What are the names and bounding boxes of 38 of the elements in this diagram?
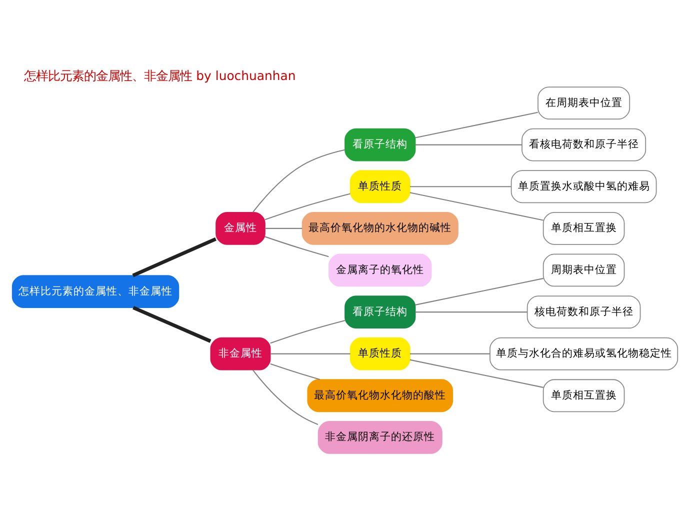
node-box: 核电荷数和原子半径 — [526, 296, 641, 328]
node-box: 最高价氧化物的水化物的碱性 — [302, 212, 458, 245]
connector — [410, 359, 544, 388]
connector — [410, 353, 490, 354]
connector — [270, 353, 350, 354]
node-box: 单质相互置换 — [542, 212, 625, 245]
connector — [410, 192, 544, 221]
node-box: 非金属阴离子的还原性 — [318, 420, 442, 454]
connector — [264, 193, 350, 220]
node-box: 非金属性 — [210, 337, 271, 370]
connector — [415, 112, 538, 138]
node-box: 单质性质 — [350, 337, 410, 370]
node-box: 单质与水化合的难易或氢化物稳定性 — [490, 337, 678, 370]
node-box: 最高价氧化物水化物的酸性 — [307, 379, 454, 412]
connector — [270, 320, 346, 344]
connector — [415, 312, 528, 313]
node-box: 金属性 — [216, 212, 266, 245]
node-box: 单质相互置换 — [542, 379, 625, 412]
diagram-title: 怎样比元素的金属性、非金属性 by luochuanhan — [24, 68, 296, 84]
connector — [415, 144, 522, 146]
node-box: 单质置换水或酸中氢的难易 — [510, 170, 657, 204]
node-box: 周期表中位置 — [542, 254, 625, 287]
node-box: 在周期表中位置 — [538, 86, 630, 120]
node-box: 看核电荷数和原子半径 — [522, 128, 646, 162]
node-box: 金属离子的氧化性 — [328, 254, 432, 287]
connector — [264, 236, 329, 258]
node-box: 看原子结构 — [344, 296, 416, 328]
connector — [265, 228, 302, 229]
node-box: 单质性质 — [350, 170, 410, 204]
connector — [132, 306, 212, 343]
connector — [270, 363, 320, 380]
connector — [415, 278, 544, 306]
connector — [132, 237, 216, 278]
connector — [252, 149, 345, 213]
connector — [410, 186, 511, 188]
connector — [252, 370, 318, 425]
node-box: 看原子结构 — [344, 128, 416, 162]
node-box: 怎样比元素的金属性、非金属性 — [12, 275, 180, 308]
